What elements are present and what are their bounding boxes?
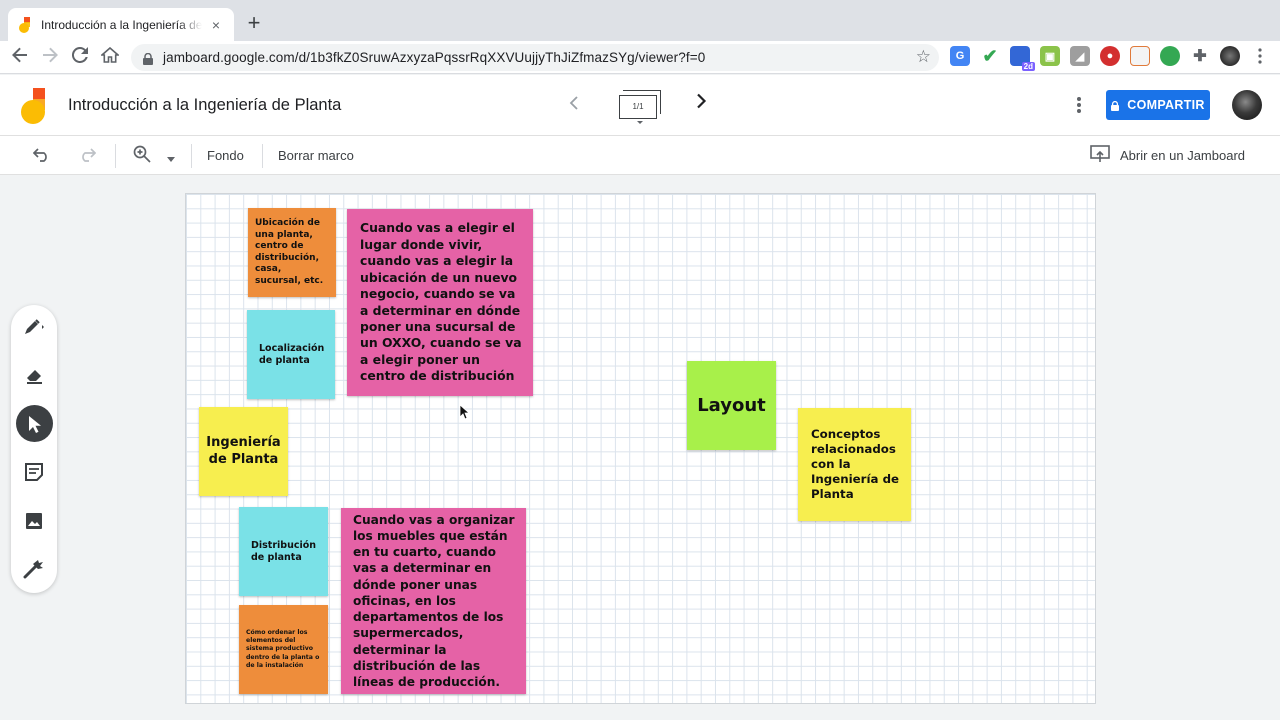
home-icon[interactable]: [98, 45, 122, 69]
frame-stack-shape: [623, 90, 661, 114]
sticky-note[interactable]: Conceptos relacionados con la Ingeniería…: [798, 408, 911, 521]
clear-frame-button[interactable]: Borrar marco: [278, 148, 354, 163]
jamboard-logo-icon[interactable]: [20, 88, 50, 124]
sticky-note-text: Cuando vas a elegir el lugar donde vivir…: [360, 220, 522, 384]
board-toolbar: Fondo Borrar marco Abrir en un Jamboard: [0, 136, 1280, 175]
redo-icon[interactable]: [76, 145, 98, 167]
open-in-jamboard-label: Abrir en un Jamboard: [1120, 148, 1246, 163]
extensions-puzzle-icon[interactable]: ✚: [1193, 48, 1207, 65]
app-header: Introducción a la Ingeniería de Planta 1…: [0, 75, 1280, 136]
sticky-note[interactable]: Cuando vas a organizar los muebles que e…: [341, 508, 526, 694]
toolbar-divider: [262, 144, 263, 168]
toolbar-divider: [115, 144, 116, 168]
toolbar-divider: [191, 144, 192, 168]
url-text: jamboard.google.com/d/1b3fkZ0SruwAzxyzaP…: [163, 50, 706, 65]
sticky-note-text: Layout: [697, 395, 766, 416]
sticky-note-text: Ingeniería de Planta: [206, 435, 281, 467]
sticky-note-text: Cómo ordenar los elementos del sistema p…: [246, 628, 320, 669]
user-avatar[interactable]: [1232, 90, 1262, 120]
next-frame-chevron-icon[interactable]: [695, 93, 707, 115]
share-button[interactable]: COMPARTIR: [1106, 90, 1210, 120]
sticky-note[interactable]: Cómo ordenar los elementos del sistema p…: [239, 605, 328, 694]
puzzle-grey-extension-icon[interactable]: ◢: [1070, 46, 1090, 66]
zoom-dropdown-caret-icon[interactable]: [161, 145, 181, 167]
tab-close-icon[interactable]: ×: [211, 16, 221, 33]
image-icon[interactable]: [16, 503, 52, 539]
present-to-board-icon: [1090, 145, 1110, 166]
extensions-bar: G ✔ 2d ▣ ◢ ● ✚: [950, 45, 1270, 71]
frame-indicator[interactable]: 1/1: [619, 89, 661, 124]
share-lock-icon: [1111, 100, 1120, 111]
sticky-note[interactable]: Layout: [687, 361, 776, 450]
tool-rail: [11, 305, 57, 593]
profile-avatar[interactable]: [1220, 46, 1240, 66]
sticky-note-text: Conceptos relacionados con la Ingeniería…: [811, 427, 900, 501]
translate-extension-icon[interactable]: G: [950, 46, 970, 66]
sticky-note[interactable]: Distribución de planta: [239, 507, 328, 596]
background-button[interactable]: Fondo: [207, 148, 244, 163]
browser-menu-icon[interactable]: [1250, 46, 1270, 66]
sticky-note-icon[interactable]: [16, 454, 52, 490]
eraser-icon[interactable]: [16, 357, 52, 393]
slides-extension-icon[interactable]: ▣: [1040, 46, 1060, 66]
select-icon[interactable]: [16, 405, 53, 442]
undo-icon[interactable]: [31, 145, 53, 167]
tab-title: Introducción a la Ingeniería de Planta: [41, 17, 202, 32]
frame-counter: 1/1: [619, 95, 657, 119]
sticky-note-text: Cuando vas a organizar los muebles que e…: [353, 512, 515, 689]
sticky-note-text: Ubicación de una planta, centro de distr…: [255, 218, 324, 286]
lock-icon: [143, 52, 153, 65]
reload-icon[interactable]: [68, 45, 92, 69]
chat-extension-icon[interactable]: [1160, 46, 1180, 66]
previous-frame-chevron-icon[interactable]: [568, 94, 580, 115]
sticky-note[interactable]: Cuando vas a elegir el lugar donde vivir…: [347, 209, 533, 396]
frame-dropdown-caret-icon: [637, 121, 643, 124]
browser-tab-strip: Introducción a la Ingeniería de Planta ×…: [0, 0, 1280, 41]
bookmark-star-icon[interactable]: ☆: [915, 47, 931, 66]
document-title[interactable]: Introducción a la Ingeniería de Planta: [68, 96, 342, 114]
sticky-note[interactable]: Localización de planta: [247, 310, 335, 399]
jamboard-frame[interactable]: [185, 193, 1096, 704]
forward-arrow-icon[interactable]: [38, 45, 62, 69]
address-bar[interactable]: jamboard.google.com/d/1b3fkZ0SruwAzxyzaP…: [131, 44, 939, 71]
open-in-jamboard-button[interactable]: Abrir en un Jamboard: [1090, 145, 1245, 166]
browser-tab[interactable]: Introducción a la Ingeniería de Planta ×: [8, 8, 234, 41]
calendar-extension-icon[interactable]: 2d: [1010, 46, 1035, 71]
sticky-note-text: Distribución de planta: [251, 540, 317, 563]
zoom-icon[interactable]: [131, 145, 153, 167]
laser-icon[interactable]: [16, 551, 52, 587]
jamboard-favicon-icon: [18, 16, 32, 33]
record-extension-icon[interactable]: ●: [1100, 46, 1120, 66]
screenshot-extension-icon[interactable]: [1130, 46, 1150, 66]
extension-badge: 2d: [1021, 62, 1035, 71]
more-options-icon[interactable]: [1069, 95, 1089, 115]
new-tab-button[interactable]: +: [247, 10, 261, 35]
sticky-note[interactable]: Ingeniería de Planta: [199, 407, 288, 496]
pen-icon[interactable]: [16, 309, 52, 345]
share-label: COMPARTIR: [1127, 98, 1205, 112]
back-arrow-icon[interactable]: [8, 45, 32, 69]
sticky-note-text: Localización de planta: [259, 343, 325, 366]
browser-toolbar: jamboard.google.com/d/1b3fkZ0SruwAzxyzaP…: [0, 41, 1280, 74]
check-extension-icon[interactable]: ✔: [982, 45, 998, 66]
sticky-note[interactable]: Ubicación de una planta, centro de distr…: [248, 208, 336, 297]
mouse-cursor-icon: [459, 404, 471, 420]
